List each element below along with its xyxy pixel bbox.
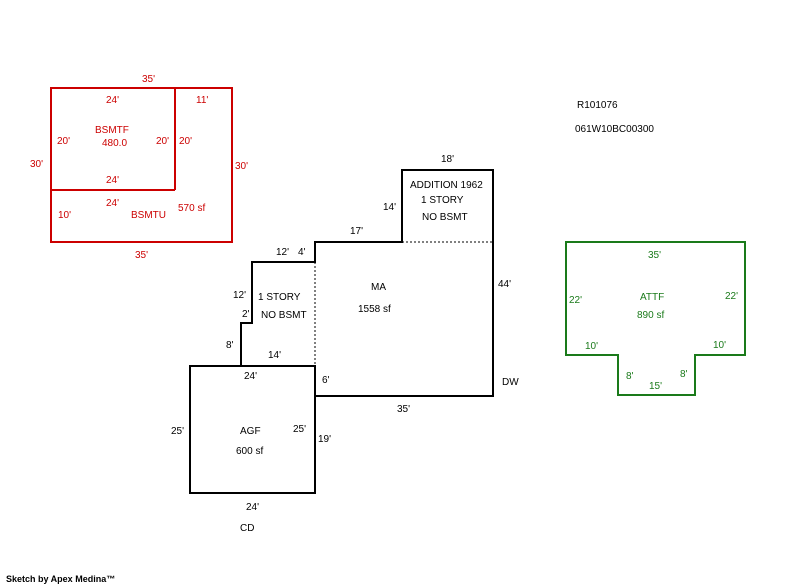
parcel-id: R101076 (577, 100, 618, 111)
deck-label: CD (240, 523, 254, 534)
bsmt-dim-right-outer: 30' (235, 161, 248, 172)
basement-outline (50, 87, 233, 243)
step-dim-small: 2' (242, 309, 250, 320)
garage-dim-right-outer: 19' (318, 434, 331, 445)
garage-dim-bottom: 24' (246, 502, 259, 513)
map-number: 061W10BC00300 (575, 124, 654, 135)
bsmt-dim-unfinished-top: 24' (106, 198, 119, 209)
wing-dim-top: 12' (276, 247, 289, 258)
sketch-credit: Sketch by Apex Medina™ (6, 574, 116, 584)
attic-dim-notch-bottom: 15' (649, 381, 662, 392)
attic-label: ATTF (640, 292, 664, 303)
bsmt-dim-top-right: 11' (196, 95, 208, 106)
addition-title: ADDITION 1962 (410, 180, 483, 191)
wing-dim-jog: 4' (298, 247, 306, 258)
attic-outline (565, 241, 746, 396)
addition-dim-top: 18' (441, 154, 454, 165)
attic-dim-bottom-left: 10' (585, 341, 598, 352)
addition-story: 1 STORY (421, 195, 464, 206)
addition-dim-left: 14' (383, 202, 396, 213)
garage-dim-top: 24' (244, 371, 257, 382)
garage-link-dim: 14' (268, 350, 281, 361)
attic-area: 890 sf (637, 310, 664, 321)
bsmt-dim-finished-right: 20' (156, 136, 169, 147)
west-wing-story: 1 STORY (258, 292, 301, 303)
main-house-outline (240, 169, 494, 397)
bsmt-dim-finished-top: 24' (106, 95, 119, 106)
garage-dim-left: 25' (171, 426, 184, 437)
garage-sketch: 24' 25' 25' 19' 24' AGF 600 sf CD (171, 365, 331, 534)
attic-dim-notch-right: 8' (680, 369, 688, 380)
ma-label: MA (371, 282, 386, 293)
attic-dim-notch-left: 8' (626, 371, 634, 382)
attic-dim-bottom-right: 10' (713, 340, 726, 351)
step-dim-lower: 8' (226, 340, 234, 351)
attic-dim-left: 22' (569, 295, 582, 306)
bsmt-unfinished-label: BSMTU (131, 210, 166, 221)
garage-label: AGF (240, 426, 261, 437)
bsmt-dim-right-inner: 20' (179, 136, 192, 147)
wing-dim-left: 12' (233, 290, 246, 301)
bsmt-dim-finished-bottom: 24' (106, 175, 119, 186)
bsmt-dim-finished-left: 20' (57, 136, 70, 147)
bsmt-finished-label: BSMTF (95, 125, 129, 136)
ma-dim-bottom: 35' (397, 404, 410, 415)
garage-area: 600 sf (236, 446, 263, 457)
attic-dim-top: 35' (648, 250, 661, 261)
attic-dim-right: 22' (725, 291, 738, 302)
bsmt-dim-unfinished-left: 10' (58, 210, 71, 221)
addition-basement: NO BSMT (422, 212, 468, 223)
bsmt-dim-left-outer: 30' (30, 159, 43, 170)
west-wing-basement: NO BSMT (261, 310, 307, 321)
bsmt-unfinished-area: 570 sf (178, 203, 205, 214)
ma-dim-top: 17' (350, 226, 363, 237)
ma-area: 1558 sf (358, 304, 391, 315)
bsmt-dim-top-total: 35' (142, 74, 155, 85)
basement-sketch: 35' 24' 11' 20' 20' 20' 30' 30' 24' 24' … (30, 74, 248, 261)
dw-label: DW (502, 377, 519, 388)
bsmt-finished-value: 480.0 (102, 138, 127, 149)
ma-dim-right: 44' (498, 279, 511, 290)
attic-sketch: 35' 22' 22' 10' 10' 8' 8' 15' ATTF 890 s… (565, 241, 746, 396)
garage-gap-dim: 6' (322, 375, 330, 386)
main-house-sketch: 18' 14' 17' 12' 4' 12' 2' 8' 44' 35' 6' … (226, 154, 519, 415)
garage-outline (189, 365, 316, 494)
bsmt-dim-bottom: 35' (135, 250, 148, 261)
garage-dim-right: 25' (293, 424, 306, 435)
